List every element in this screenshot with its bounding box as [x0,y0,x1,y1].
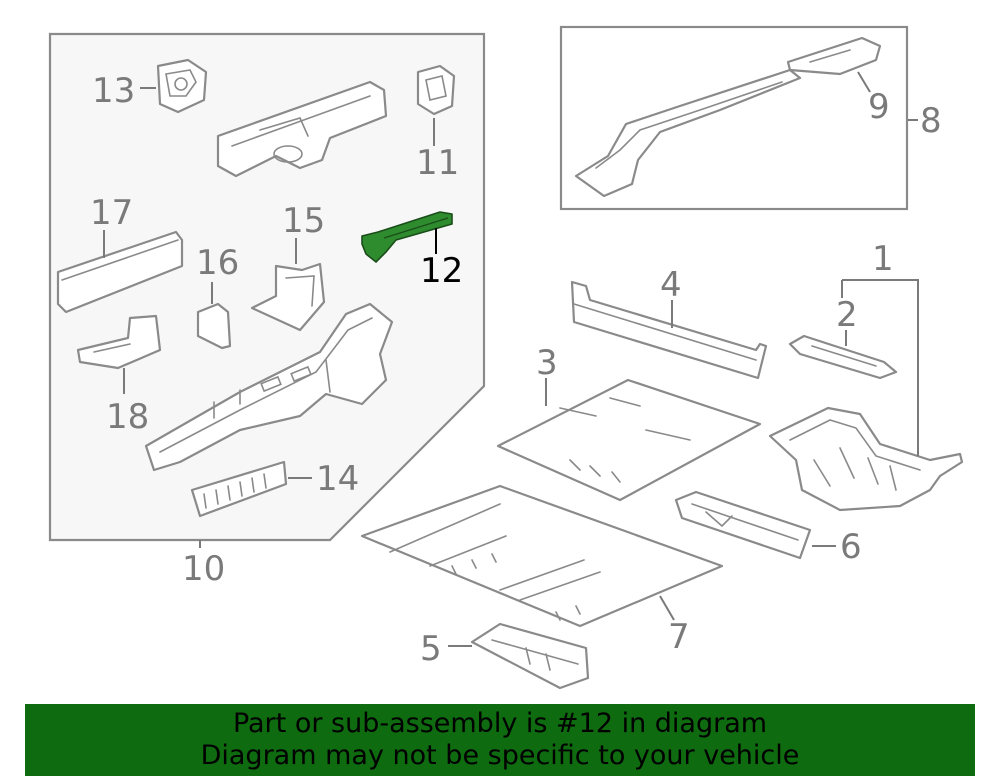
callout-11: 11 [416,143,459,183]
callout-2: 2 [836,295,858,335]
part-14-reinforcement [190,460,288,518]
callout-14: 14 [316,459,359,499]
part-11-bracket [416,64,456,116]
callout-9: 9 [868,87,890,127]
callout-7: 7 [668,617,690,657]
part-6-channel [674,490,812,560]
callout-16: 16 [196,243,239,283]
part-12-highlighted [361,211,453,263]
callout-10: 10 [182,549,225,589]
group-box-10 [48,32,486,542]
parts-diagram: 13 11 17 15 16 12 18 14 10 9 8 1 2 4 3 6… [48,25,964,690]
leader-lines [103,71,919,647]
part-1-wheelhouse [768,406,964,512]
callout-17: 17 [90,193,133,233]
part-frame-rail [144,302,394,472]
part-4-sill [570,280,768,380]
callout-15: 15 [282,201,325,241]
callout-4: 4 [660,265,682,305]
part-2-crossmember [788,334,898,380]
part-13-mount [156,58,208,114]
callout-18: 18 [106,397,149,437]
callout-12: 12 [420,251,463,291]
part-3-floor-pan [496,378,762,502]
part-17-panel [56,230,184,314]
callout-1: 1 [872,239,894,279]
part-16-brace [196,302,232,350]
info-banner: Part or sub-assembly is #12 in diagram D… [25,704,975,776]
callout-8: 8 [920,101,942,141]
part-15-gusset [250,262,326,332]
callout-13: 13 [92,71,135,111]
banner-line-2: Diagram may not be specific to your vehi… [200,740,800,771]
callout-3: 3 [536,343,558,383]
callout-6: 6 [840,527,862,567]
part-5-brace [470,622,590,690]
part-18-bracket [76,314,162,370]
part-frame-upper [216,80,388,178]
part-rail-group-8 [574,68,802,198]
banner-line-1: Part or sub-assembly is #12 in diagram [232,708,768,739]
part-7-floor-panel [360,484,724,628]
callout-5: 5 [420,629,442,669]
